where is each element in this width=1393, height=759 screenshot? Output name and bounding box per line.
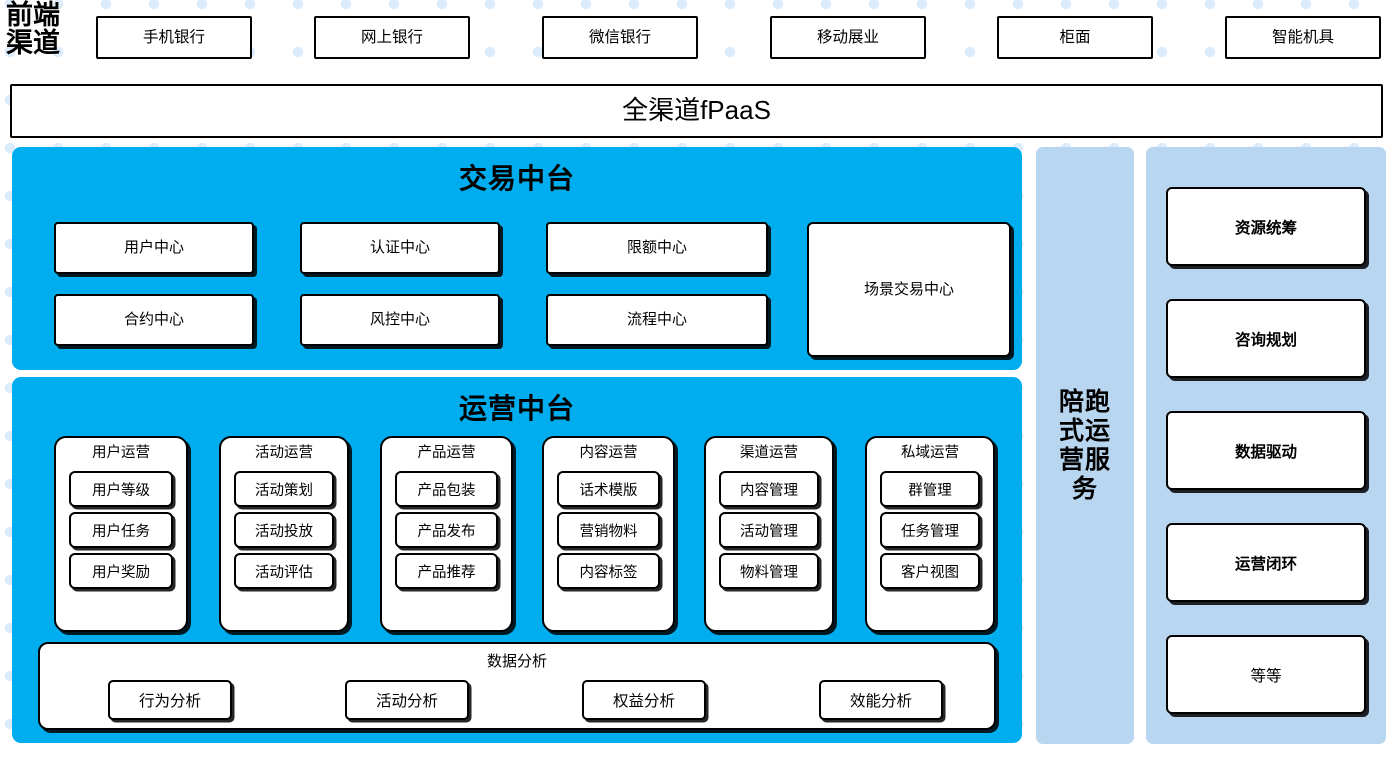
data-analysis-panel: 数据分析行为分析 活动分析 权益分析 效能分析 — [38, 642, 996, 730]
operation-group-title-2: 活动运营 — [255, 445, 313, 461]
operation-item-1-3[interactable]: 用户奖励 — [69, 553, 173, 589]
data-analysis-item-1[interactable]: 行为分析 — [108, 680, 232, 720]
trade-center-item-6[interactable]: 流程中心 — [546, 294, 768, 346]
front-end-channel-label: 前端 渠道 — [6, 0, 60, 58]
operation-group-3: 产品运营产品包装产品发布产品推荐 — [380, 436, 513, 632]
channel-box-6[interactable]: 智能机具 — [1225, 16, 1381, 59]
resource-item-4[interactable]: 运营闭环 — [1166, 523, 1366, 602]
trade-center-item-3[interactable]: 限额中心 — [546, 222, 768, 274]
front-end-channel-row: 前端 渠道 手机银行 网上银行 微信银行 移动展业 柜面 智能机具 — [0, 0, 1393, 74]
channel-box-1[interactable]: 手机银行 — [96, 16, 252, 59]
resource-item-3[interactable]: 数据驱动 — [1166, 411, 1366, 490]
channel-box-2[interactable]: 网上银行 — [314, 16, 470, 59]
operation-item-2-3[interactable]: 活动评估 — [234, 553, 334, 589]
operation-group-title-3: 产品运营 — [417, 445, 476, 461]
operation-item-6-2[interactable]: 任务管理 — [880, 512, 980, 548]
operation-item-6-1[interactable]: 群管理 — [880, 471, 980, 507]
trade-center-item-1[interactable]: 用户中心 — [54, 222, 254, 274]
omnichannel-fpaas-bar[interactable]: 全渠道fPaaS — [10, 84, 1383, 138]
operation-item-2-2[interactable]: 活动投放 — [234, 512, 334, 548]
channel-box-5[interactable]: 柜面 — [997, 16, 1153, 59]
operation-item-5-1[interactable]: 内容管理 — [719, 471, 819, 507]
operation-group-title-4: 内容运营 — [579, 445, 638, 461]
operation-group-1: 用户运营用户等级用户任务用户奖励 — [54, 436, 188, 632]
operation-item-4-2[interactable]: 营销物料 — [557, 512, 660, 548]
operation-item-2-1[interactable]: 活动策划 — [234, 471, 334, 507]
trade-center-item-5[interactable]: 风控中心 — [300, 294, 500, 346]
operation-item-1-2[interactable]: 用户任务 — [69, 512, 173, 548]
resource-item-5[interactable]: 等等 — [1166, 635, 1366, 714]
operation-group-6: 私域运营群管理任务管理客户视图 — [865, 436, 995, 632]
data-analysis-item-2[interactable]: 活动分析 — [345, 680, 469, 720]
operation-item-5-3[interactable]: 物料管理 — [719, 553, 819, 589]
operation-item-6-3[interactable]: 客户视图 — [880, 553, 980, 589]
accompanying-operation-service-label: 陪跑 式运 营服 务 — [1058, 387, 1111, 503]
operation-center-title: 运营中台 — [458, 393, 575, 424]
trade-center-item-4[interactable]: 合约中心 — [54, 294, 254, 346]
channel-box-4[interactable]: 移动展业 — [770, 16, 926, 59]
operation-center-panel: 运营中台 用户运营用户等级用户任务用户奖励活动运营活动策划活动投放活动评估产品运… — [12, 377, 1022, 743]
trade-center-panel: 交易中台 用户中心认证中心限额中心合约中心风控中心流程中心场景交易中心 — [12, 147, 1022, 370]
operation-group-2: 活动运营活动策划活动投放活动评估 — [219, 436, 349, 632]
operation-item-1-1[interactable]: 用户等级 — [69, 471, 173, 507]
resource-column-panel: 资源统筹咨询规划数据驱动运营闭环等等 — [1146, 147, 1386, 744]
operation-group-title-6: 私域运营 — [901, 445, 959, 461]
resource-item-2[interactable]: 咨询规划 — [1166, 299, 1366, 378]
operation-group-title-5: 渠道运营 — [740, 445, 798, 461]
trade-center-item-2[interactable]: 认证中心 — [300, 222, 500, 274]
trade-center-title: 交易中台 — [458, 163, 575, 194]
operation-item-3-3[interactable]: 产品推荐 — [395, 553, 498, 589]
accompanying-operation-service-panel: 陪跑 式运 营服 务 — [1036, 147, 1134, 744]
channel-box-3[interactable]: 微信银行 — [542, 16, 698, 59]
operation-group-4: 内容运营话术模版营销物料内容标签 — [542, 436, 675, 632]
operation-item-3-1[interactable]: 产品包装 — [395, 471, 498, 507]
data-analysis-item-4[interactable]: 效能分析 — [819, 680, 943, 720]
operation-item-4-3[interactable]: 内容标签 — [557, 553, 660, 589]
operation-group-5: 渠道运营内容管理活动管理物料管理 — [704, 436, 834, 632]
operation-item-5-2[interactable]: 活动管理 — [719, 512, 819, 548]
operation-item-4-1[interactable]: 话术模版 — [557, 471, 660, 507]
data-analysis-title: 数据分析 — [486, 653, 547, 670]
data-analysis-item-3[interactable]: 权益分析 — [582, 680, 706, 720]
scene-trade-center-box[interactable]: 场景交易中心 — [807, 222, 1011, 357]
operation-item-3-2[interactable]: 产品发布 — [395, 512, 498, 548]
operation-group-title-1: 用户运营 — [92, 445, 150, 461]
resource-item-1[interactable]: 资源统筹 — [1166, 187, 1366, 266]
